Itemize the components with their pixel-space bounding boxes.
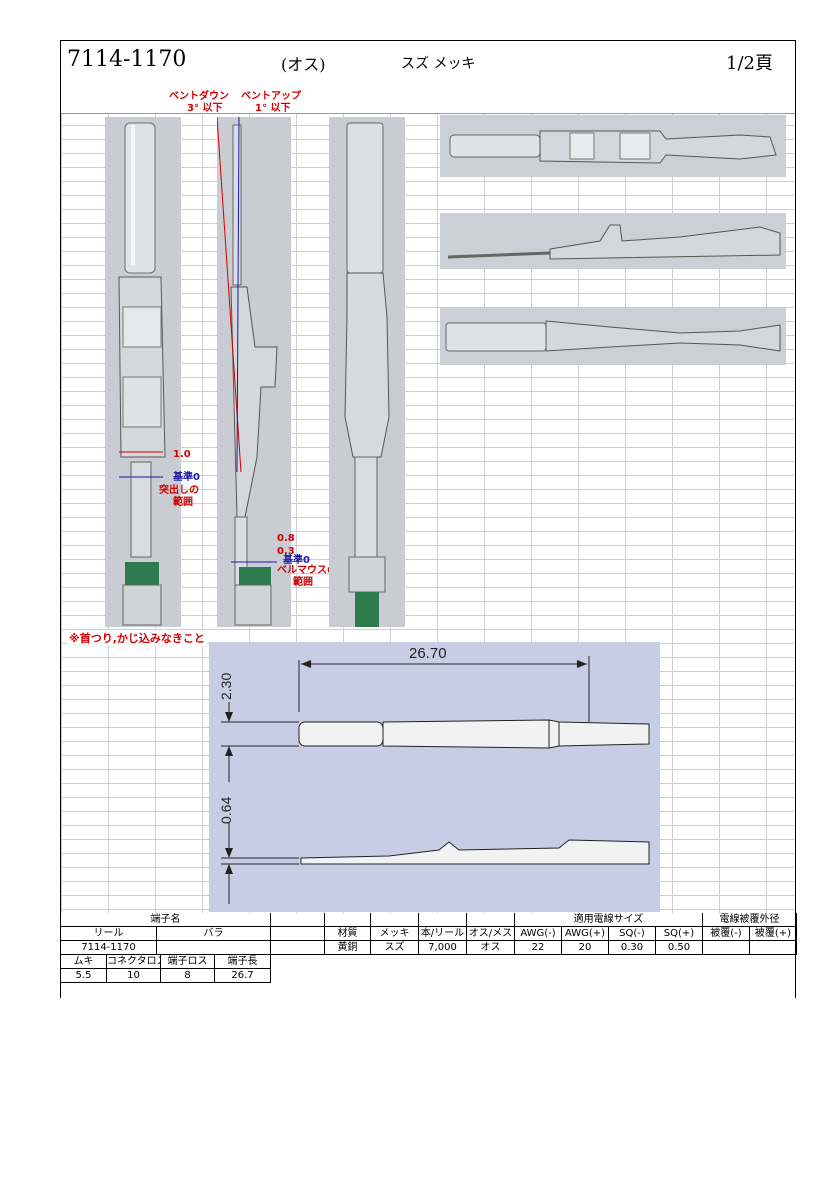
bend-up-label: ベントアップ 1° 以下 [241,91,301,114]
term-loss-value: 8 [161,969,215,983]
page-number: 1/2頁 [726,53,773,74]
ins-min-header: 被覆(-) [703,927,750,941]
dim-0-3: 0.3 [277,546,295,557]
photo-horizontal-top [440,115,786,177]
photo-bottom-view [329,117,405,627]
gender-label: (オス) [281,55,326,74]
plating-value: スズ [371,941,419,955]
photo-horizontal-side [440,213,786,269]
strip-value: 5.5 [61,969,107,983]
dim-1-0: 1.0 [173,449,191,460]
term-len-header: 端子長 [215,955,271,969]
reel-header: リール [61,927,157,941]
material-value: 黄銅 [325,941,371,955]
sq-min-header: SQ(-) [609,927,656,941]
sq-max-value: 0.50 [656,941,703,955]
conn-loss-value: 10 [107,969,161,983]
part-number: 7114-1170 [67,47,187,72]
sq-min-value: 0.30 [609,941,656,955]
terminal-name-header: 端子名 [61,913,271,927]
loose-header: バラ [157,927,271,941]
material-header: 材質 [325,927,371,941]
technical-drawing: 26.70 2.30 0.64 [209,642,660,912]
note-text: ※首つり,かじ込みなきこと [67,630,207,646]
plating-header: メッキ [371,927,419,941]
base-zero-label-2: 基準0 [283,555,310,566]
photo-top-view [105,117,181,627]
bellmouth-range-label: ベルマウスの 範囲 [277,565,337,588]
awg-min-value: 22 [515,941,562,955]
awg-max-value: 20 [562,941,609,955]
awg-min-header: AWG(-) [515,927,562,941]
insulation-header: 電線被覆外径 [703,913,797,927]
term-len-value: 26.7 [215,969,271,983]
width-dimension: 2.30 [218,673,234,700]
photo-side-view [217,117,291,627]
plating-label: スズ メッキ [401,56,476,72]
header-row: 7114-1170 (オス) スズ メッキ 1/2頁 [61,41,795,78]
spec-sheet: 7114-1170 (オス) スズ メッキ 1/2頁 1.0 基準0 突出しの … [60,40,797,999]
wire-size-header: 適用電線サイズ [515,913,703,927]
awg-max-header: AWG(+) [562,927,609,941]
strip-header: ムキ [61,955,107,969]
photo-horizontal-bottom [440,307,786,365]
base-zero-label-1: 基準0 [173,472,200,483]
dim-0-8: 0.8 [277,533,295,544]
reel-value: 7114-1170 [61,941,157,955]
spec-table: 端子名 適用電線サイズ 電線被覆外径 リール バラ 材質 メッキ 本/リール オ… [61,913,797,999]
conn-loss-header: コネクタロス [107,955,161,969]
bend-down-label: ベントダウン 3° 以下 [169,91,229,114]
pcs-per-reel-header: 本/リール [419,927,467,941]
term-loss-header: 端子ロス [161,955,215,969]
ins-max-header: 被覆(+) [750,927,797,941]
thickness-dimension: 0.64 [218,797,234,824]
protrusion-range-label: 突出しの 範囲 [159,485,199,508]
pcs-per-reel-value: 7,000 [419,941,467,955]
length-dimension: 26.70 [409,645,447,662]
gender-value: オス [467,941,515,955]
gender-header: オス/メス [467,927,515,941]
label-row [61,77,795,114]
sq-max-header: SQ(+) [656,927,703,941]
